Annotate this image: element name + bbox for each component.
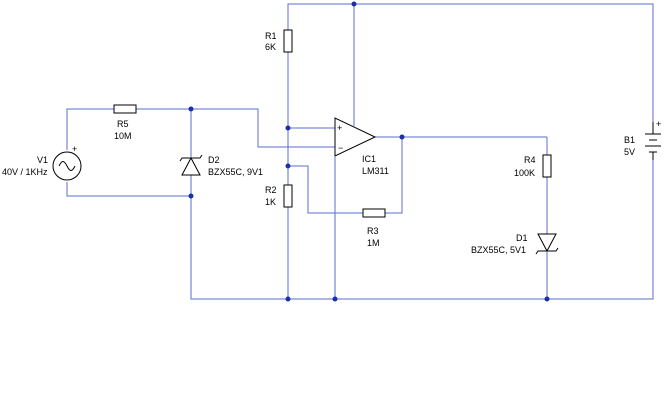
d2-value: BZX55C, 9V1 — [208, 167, 263, 177]
junction-top — [351, 1, 357, 7]
resistor-r4: R4 100K — [514, 154, 552, 178]
comparator-ic1: + − IC1 LM311 — [334, 108, 389, 176]
v1-polarity: + — [72, 144, 77, 154]
resistor-r1: R1 6K — [265, 29, 293, 53]
ic1-value: LM311 — [362, 166, 389, 176]
r3-value: 1M — [367, 238, 380, 248]
wire-top-rail — [287, 3, 654, 122]
junction-output — [399, 134, 405, 140]
zener-triangle-icon — [537, 233, 557, 253]
r4-ref: R4 — [524, 155, 536, 165]
junction-opamp-ground — [332, 296, 338, 302]
d2-ref: D2 — [208, 155, 220, 165]
d1-ref: D1 — [516, 233, 528, 243]
ic1-ref: IC1 — [362, 154, 376, 164]
junctions — [188, 1, 550, 302]
resistor-r2: R2 1K — [265, 184, 293, 208]
battery-b1: + B1 5V — [624, 119, 664, 160]
junction-plus — [285, 125, 291, 131]
r4-value: 100K — [514, 168, 535, 178]
b1-value: 5V — [624, 147, 635, 157]
r1-ref: R1 — [265, 31, 277, 41]
zener-bar-icon — [535, 247, 559, 255]
junction-r2-ground — [285, 296, 291, 302]
zener-triangle-icon — [181, 156, 201, 176]
ic1-plus-sign: + — [337, 123, 342, 133]
r2-ref: R2 — [265, 185, 277, 195]
b1-polarity: + — [656, 119, 661, 129]
ac-source-v1: + V1 40V / 1KHz — [2, 144, 82, 181]
wire-r3-right — [385, 137, 403, 214]
r5-ref: R5 — [117, 119, 129, 129]
wire-bottom-rail — [190, 160, 654, 300]
v1-value: 40V / 1KHz — [2, 167, 48, 177]
wire-v1-bottom — [66, 182, 191, 197]
junction-d2-bottom — [188, 193, 194, 199]
wire-r3-left — [288, 165, 363, 214]
d1-value: BZX55C, 5V1 — [471, 245, 526, 255]
wires — [66, 3, 654, 300]
sine-wave-icon — [58, 161, 76, 171]
junction-d1-ground — [544, 296, 550, 302]
resistor-r5: R5 10M — [113, 104, 137, 141]
wire-minus-input — [191, 108, 335, 148]
r2-value: 1K — [265, 197, 276, 207]
r3-ref: R3 — [367, 226, 379, 236]
zener-diode-d1: D1 BZX55C, 5V1 — [471, 233, 559, 255]
ic1-minus-sign: − — [338, 143, 343, 153]
junction-r3 — [285, 163, 291, 169]
v1-ref: V1 — [37, 155, 48, 165]
r5-value: 10M — [114, 131, 132, 141]
resistor-r3: R3 1M — [362, 208, 386, 248]
b1-ref: B1 — [624, 135, 635, 145]
zener-diode-d2: D2 BZX55C, 9V1 — [179, 154, 263, 177]
wire-v1-top — [66, 108, 114, 150]
zener-bar-icon — [179, 154, 203, 162]
junction-r5-d2 — [188, 106, 194, 112]
opamp-triangle-icon — [334, 117, 377, 157]
r1-value: 6K — [265, 42, 276, 52]
